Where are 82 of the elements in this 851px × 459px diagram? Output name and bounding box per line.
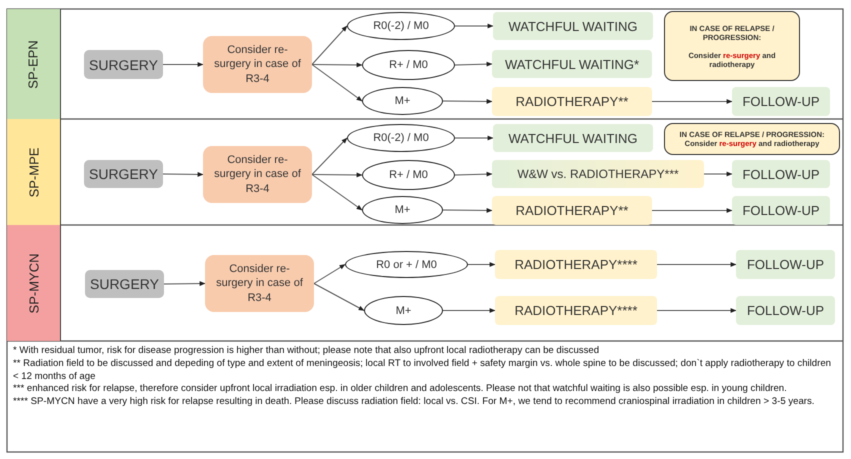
process-box bbox=[85, 270, 164, 298]
outcome-box bbox=[732, 196, 830, 225]
process-box bbox=[205, 255, 314, 312]
outcome-box bbox=[495, 296, 657, 325]
outcome-box bbox=[492, 196, 652, 225]
arrow bbox=[164, 281, 206, 286]
arrow bbox=[312, 174, 362, 210]
outcome-box bbox=[492, 87, 652, 116]
arrow bbox=[312, 26, 348, 65]
row-header bbox=[7, 119, 61, 225]
row-label: SP-MPE bbox=[26, 147, 41, 197]
box-label: R0(-2) / M0 bbox=[373, 132, 429, 144]
footnote: ** Radiation field to be discussed and depeding of type and extent of meningeosis; local RT to involved field + safety margin vs. whole spine to be discussed; don`t apply radiotherapy to children < 12 months of age bbox=[13, 358, 832, 383]
row-header bbox=[7, 225, 61, 341]
process-box bbox=[84, 50, 163, 79]
arrow bbox=[454, 24, 494, 28]
arrow bbox=[312, 62, 363, 68]
arrow bbox=[162, 172, 204, 177]
row-label: SP-MYCN bbox=[26, 253, 41, 313]
box-label: Consider re-surgery in case of R3-4 bbox=[213, 153, 302, 196]
box-label: FOLLOW-UP bbox=[742, 166, 820, 182]
outcome-box bbox=[495, 250, 657, 279]
box-label: R+ / M0 bbox=[389, 59, 428, 71]
box-label: WATCHFUL WAITING bbox=[508, 18, 638, 34]
arrow bbox=[312, 138, 348, 175]
outcome-box bbox=[736, 250, 835, 279]
box-label: RADIOTHERAPY**** bbox=[514, 303, 638, 318]
box-label: Consider re-surgery in case of R3-4 bbox=[215, 262, 304, 305]
arrow bbox=[454, 62, 493, 67]
note-box bbox=[664, 11, 800, 81]
arrow bbox=[312, 64, 362, 102]
arrow bbox=[312, 172, 363, 178]
arrow bbox=[468, 262, 496, 267]
process-box bbox=[203, 36, 312, 93]
outcome-box bbox=[493, 12, 653, 40]
box-label: FOLLOW-UP bbox=[746, 303, 824, 318]
process-box bbox=[84, 160, 163, 188]
arrow bbox=[314, 264, 346, 284]
arrow bbox=[656, 262, 737, 267]
arrow bbox=[704, 172, 733, 176]
box-label: FOLLOW-UP bbox=[742, 94, 820, 109]
box-label: R0(-2) / M0 bbox=[373, 20, 429, 32]
outcome-box bbox=[732, 87, 830, 116]
box-label: RADIOTHERAPY** bbox=[516, 94, 628, 109]
outcome-box bbox=[492, 160, 704, 188]
arrow bbox=[314, 283, 365, 311]
box-label: R0 or + / M0 bbox=[376, 258, 437, 270]
box-label: SURGERY bbox=[89, 56, 158, 72]
footnote: * With residual tumor, risk for disease progression is higher than without; please note that also upfront local radiotherapy can be discussed bbox=[13, 345, 600, 358]
outcome-box bbox=[492, 50, 652, 78]
process-box bbox=[203, 146, 312, 203]
box-label: Consider re-surgery in case of R3-4 bbox=[213, 43, 302, 86]
outcome-box bbox=[732, 160, 830, 188]
box-label: FOLLOW-UP bbox=[746, 257, 824, 272]
outcome-box bbox=[736, 296, 835, 325]
row-label: SP-EPN bbox=[26, 40, 41, 88]
box-label: WATCHFUL WAITING bbox=[508, 130, 638, 146]
box-label: RADIOTHERAPY**** bbox=[514, 257, 638, 272]
arrow bbox=[162, 62, 204, 67]
arrow bbox=[656, 308, 737, 313]
arrow bbox=[442, 99, 493, 104]
box-label: WATCHFUL WAITING* bbox=[504, 56, 640, 72]
box-label: M+ bbox=[394, 95, 410, 107]
box-label: SURGERY bbox=[90, 276, 159, 292]
box-label: M+ bbox=[394, 204, 410, 216]
arrow bbox=[454, 172, 493, 177]
box-label: R+ / M0 bbox=[389, 169, 428, 181]
row-header bbox=[7, 9, 61, 119]
arrow bbox=[442, 308, 496, 313]
box-label: SURGERY bbox=[89, 166, 158, 182]
arrow bbox=[454, 136, 494, 140]
footnote: *** enhanced risk for relapse, therefore consider upfront local irradiation esp. in older children and adolescents. Please not that watchful waiting is also possible esp. in young children. bbox=[13, 383, 788, 396]
arrow bbox=[652, 99, 733, 104]
box-label: FOLLOW-UP bbox=[742, 203, 820, 218]
outcome-box bbox=[493, 124, 653, 152]
box-label: M+ bbox=[396, 304, 412, 316]
box-label: W&W vs. RADIOTHERAPY*** bbox=[517, 167, 679, 181]
arrow bbox=[652, 208, 733, 213]
footnote: **** SP-MYCN have a very high risk for relapse resulting in death. Please discuss radiation field: local vs. CSI. For M+, we tend to recommend craniospinal irradiation in children > 3-5 years. bbox=[13, 396, 816, 408]
box-label: RADIOTHERAPY** bbox=[516, 203, 628, 218]
arrow bbox=[442, 208, 493, 213]
note-box bbox=[664, 123, 840, 155]
